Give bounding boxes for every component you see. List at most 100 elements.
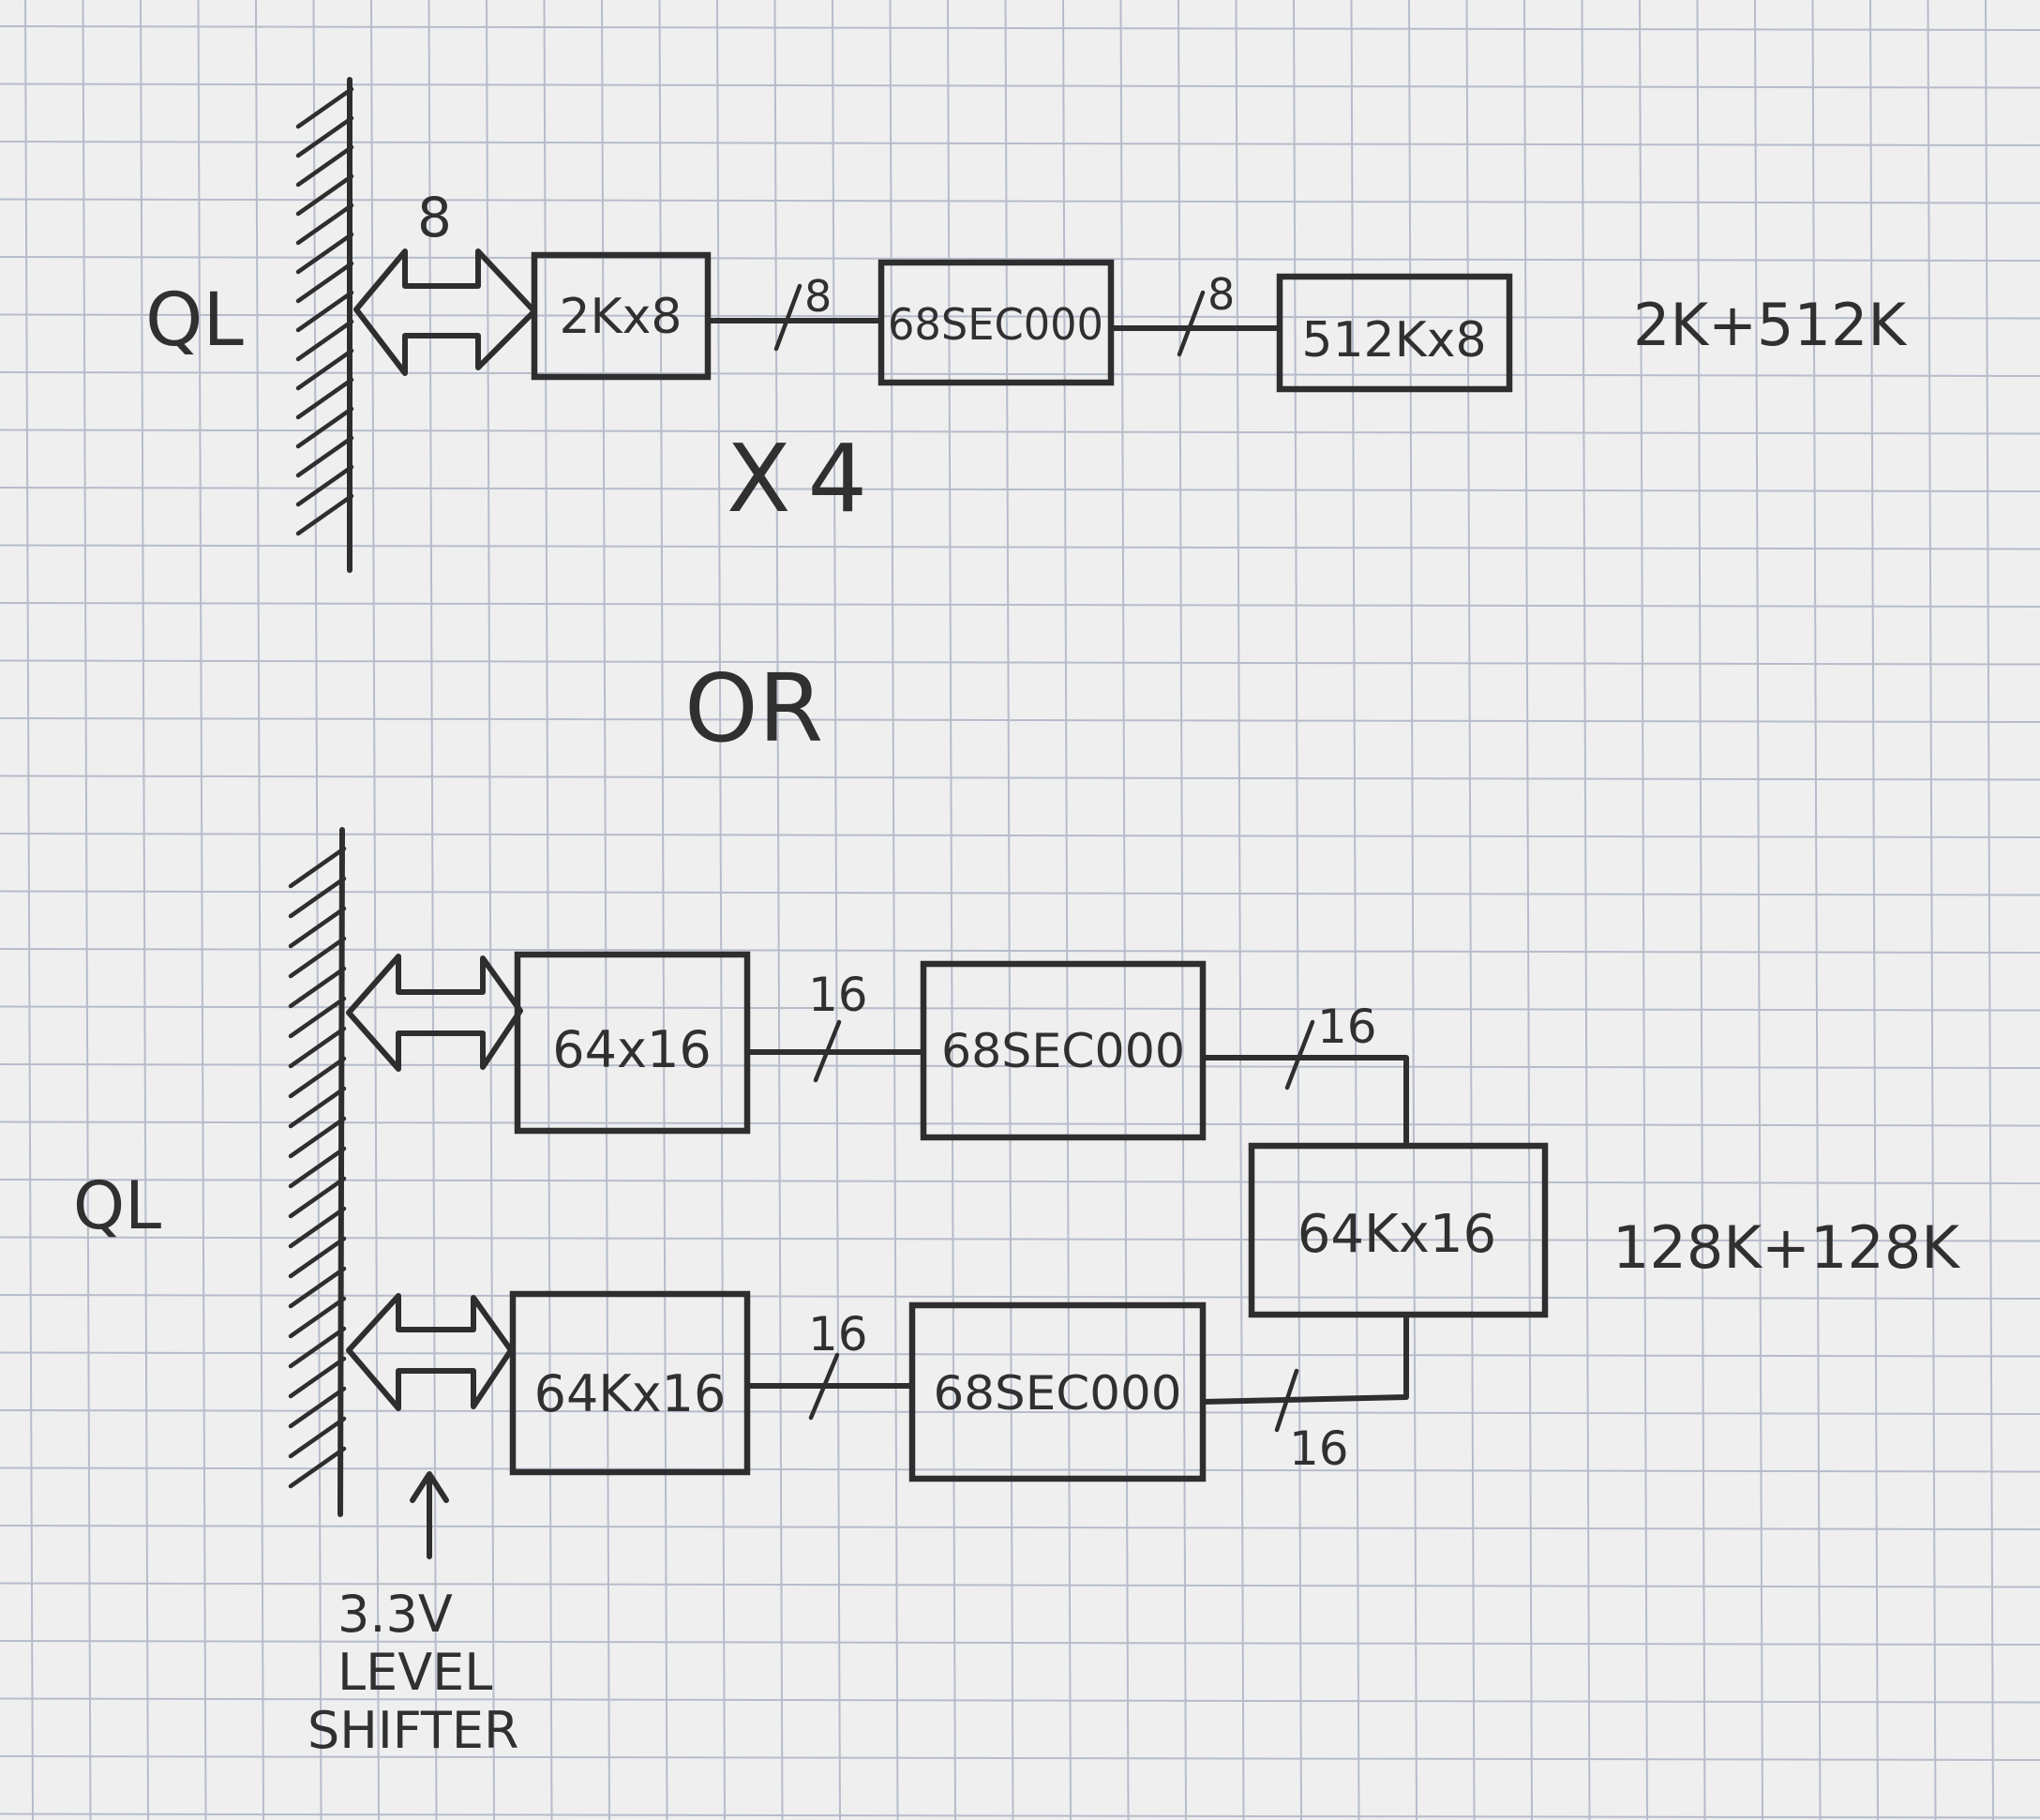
hatch-stroke — [295, 232, 354, 275]
grid-line-vertical — [1754, 0, 1763, 1820]
grid-line-horizontal — [0, 256, 2040, 262]
hatch-stroke — [295, 464, 354, 507]
grid-line-vertical — [1178, 0, 1187, 1820]
bottom-upper-link-1-width: 16 — [808, 968, 868, 1022]
bottom-lower-link-2-slash — [1274, 1368, 1299, 1433]
grid-line-vertical — [1062, 0, 1072, 1820]
top-total: 2K+512K — [1633, 291, 1907, 359]
grid-line-horizontal — [0, 371, 2040, 377]
grid-line-vertical — [543, 0, 553, 1820]
hatch-stroke — [288, 1026, 347, 1069]
top-link-2-slash — [1177, 290, 1206, 357]
hatch-stroke — [288, 1176, 347, 1219]
bottom-upper-link-2 — [1200, 1055, 1409, 1149]
grid-line-horizontal — [0, 313, 2040, 320]
hatch-stroke — [288, 1326, 347, 1369]
grid-line-horizontal — [0, 1005, 2040, 1012]
grid-line-horizontal — [0, 890, 2040, 896]
or-separator: OR — [684, 654, 823, 763]
grid-line-vertical — [1811, 0, 1822, 1820]
bottom-upper-box-cpu-label: 68SEC000 — [941, 1024, 1185, 1078]
hatch-stroke — [295, 290, 354, 333]
grid-line-vertical — [312, 0, 322, 1820]
shifter-note-line-2: LEVEL — [338, 1643, 492, 1702]
grid-line-vertical — [82, 0, 92, 1820]
bottom-lower-box-cpu-label: 68SEC000 — [934, 1366, 1182, 1421]
hatch-stroke — [288, 1296, 347, 1339]
hatch-stroke — [288, 1086, 347, 1129]
grid-line-vertical — [1696, 0, 1706, 1820]
bottom-lower-link-2 — [1200, 1312, 1409, 1405]
grid-line-horizontal — [0, 141, 2040, 146]
grid-line-horizontal — [0, 1697, 2040, 1704]
hatch-stroke — [288, 906, 347, 949]
hatch-stroke — [295, 173, 354, 217]
grid-line-horizontal — [0, 25, 2040, 31]
bottom-upper-link-1-slash — [813, 1019, 842, 1083]
grid-line-horizontal — [0, 487, 2040, 492]
grid-line-vertical — [255, 0, 264, 1820]
hatch-stroke — [288, 996, 347, 1039]
hatch-stroke — [295, 115, 354, 158]
hatch-stroke — [295, 144, 354, 188]
hatch-stroke — [288, 1056, 347, 1099]
grid-line-vertical — [1119, 0, 1130, 1820]
bottom-ql-edge — [338, 827, 345, 1517]
grid-line-horizontal — [0, 1121, 2040, 1127]
top-link-1-width: 8 — [804, 271, 832, 322]
top-ql-hatching — [295, 86, 354, 536]
hatch-stroke — [295, 493, 354, 536]
grid-line-vertical — [1869, 0, 1879, 1820]
grid-line-horizontal — [0, 659, 2040, 666]
grid-line-vertical — [197, 0, 207, 1820]
grid-line-vertical — [1350, 0, 1360, 1820]
bottom-upper-box-ram — [514, 951, 751, 1135]
bottom-ql-label: QL — [73, 1167, 161, 1244]
grid-line-horizontal — [0, 1179, 2040, 1184]
top-bus-arrow — [353, 248, 537, 376]
top-box-ram — [1276, 273, 1513, 393]
grid-line-vertical — [658, 0, 668, 1820]
grid-line-vertical — [140, 0, 149, 1820]
hatch-stroke — [288, 1356, 347, 1399]
top-multiplier: X4 — [727, 424, 884, 534]
grid-line-vertical — [1639, 0, 1648, 1820]
bottom-lower-link-1-width: 16 — [808, 1307, 868, 1361]
grid-line-horizontal — [0, 544, 2040, 550]
hatch-stroke — [295, 319, 354, 362]
grid-line-vertical — [947, 0, 956, 1820]
grid-line-horizontal — [0, 1582, 2040, 1588]
hatch-stroke — [288, 936, 347, 979]
bottom-lower-bus-arrow — [346, 1293, 514, 1411]
grid-line-horizontal — [0, 602, 2040, 608]
grid-line-vertical — [1581, 0, 1591, 1820]
hatch-stroke — [288, 1146, 347, 1189]
bottom-upper-box-ram-label: 64x16 — [552, 1020, 711, 1079]
hatch-stroke — [295, 261, 354, 304]
bottom-total: 128K+128K — [1612, 1213, 1960, 1282]
hatch-stroke — [295, 406, 354, 449]
grid-line-horizontal — [0, 775, 2040, 781]
grid-line-vertical — [1408, 0, 1418, 1820]
grid-line-vertical — [716, 0, 726, 1820]
bottom-upper-link-2-width: 16 — [1317, 1000, 1377, 1054]
grid-line-horizontal — [0, 429, 2040, 435]
hatch-stroke — [295, 377, 354, 420]
grid-line-vertical — [486, 0, 495, 1820]
grid-line-vertical — [370, 0, 380, 1820]
bottom-lower-link-1-slash — [808, 1352, 840, 1421]
top-diagram: QL 8 2Kx8 68SEC000 512Kx8 8 8 X4 2K+512K — [145, 77, 1907, 573]
hatch-stroke — [288, 1416, 347, 1459]
shifter-note-line-3: SHIFTER — [308, 1701, 519, 1760]
grid-line-vertical — [1523, 0, 1533, 1820]
hatch-stroke — [295, 435, 354, 478]
bottom-diagram: QL 64x16 68SEC000 16 16 64Kx16 64Kx16 68… — [73, 827, 1960, 1760]
bottom-upper-link-2-slash — [1284, 1019, 1315, 1090]
hatch-stroke — [295, 86, 354, 129]
grid-line-vertical — [1927, 0, 1937, 1820]
top-box-cpu-label: 68SEC000 — [888, 299, 1103, 350]
grid-line-horizontal — [0, 1812, 2040, 1819]
bottom-lower-box-ram-label: 64Kx16 — [534, 1364, 727, 1423]
